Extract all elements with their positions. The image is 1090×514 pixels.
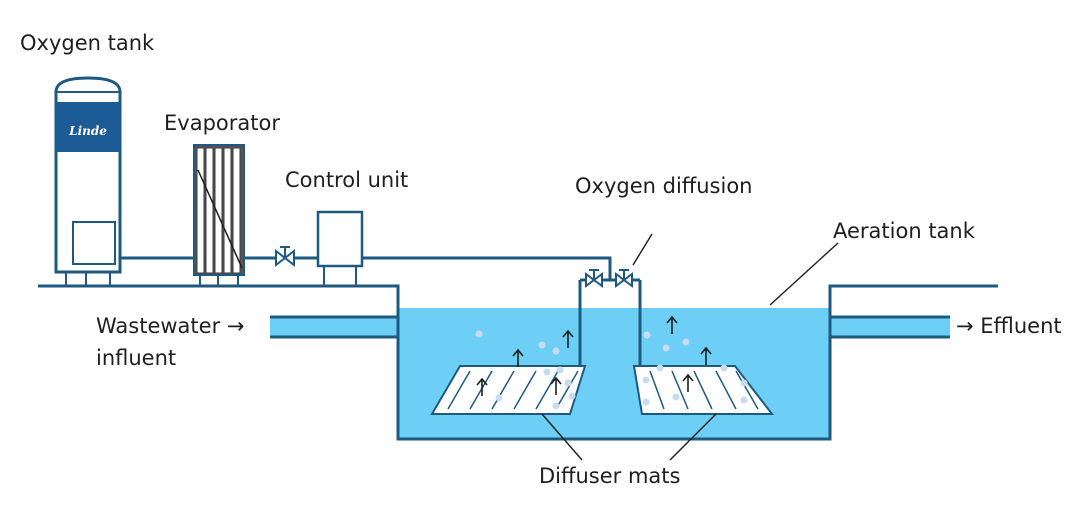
label-influent: influent xyxy=(96,346,177,370)
diffuser-mat-right xyxy=(632,365,775,415)
label-diffuser-mats: Diffuser mats xyxy=(539,464,681,488)
water-body xyxy=(270,308,950,439)
label-control-unit: Control unit xyxy=(285,168,409,192)
evaporator xyxy=(193,144,245,286)
ground-line xyxy=(38,284,998,441)
leader-oxygen-diffusion xyxy=(632,233,653,266)
leader-diffuser-right xyxy=(669,413,717,461)
label-wastewater: Wastewater → xyxy=(96,314,245,338)
leader-aeration-tank xyxy=(769,242,839,306)
valve-icon xyxy=(615,269,633,288)
linde-logo-text: Linde xyxy=(68,124,107,138)
label-evaporator: Evaporator xyxy=(164,111,280,135)
control-unit xyxy=(316,210,364,286)
arrow-up-icon xyxy=(476,315,712,396)
bubble-icon xyxy=(475,330,748,410)
valve-icon xyxy=(275,246,295,268)
leader-diffuser-left xyxy=(541,413,583,461)
diffuser-mat-left xyxy=(430,365,587,415)
label-aeration-tank: Aeration tank xyxy=(833,219,975,243)
linde-logo xyxy=(56,102,120,152)
label-effluent: → Effluent xyxy=(956,314,1062,338)
valve-icon xyxy=(585,269,603,288)
label-oxygen-tank: Oxygen tank xyxy=(20,31,155,55)
tank-hatch xyxy=(72,221,116,265)
oxygen-tank: Linde xyxy=(54,76,122,286)
oxygen-pipe xyxy=(362,256,642,366)
label-oxygen-diffusion: Oxygen diffusion xyxy=(575,174,753,198)
